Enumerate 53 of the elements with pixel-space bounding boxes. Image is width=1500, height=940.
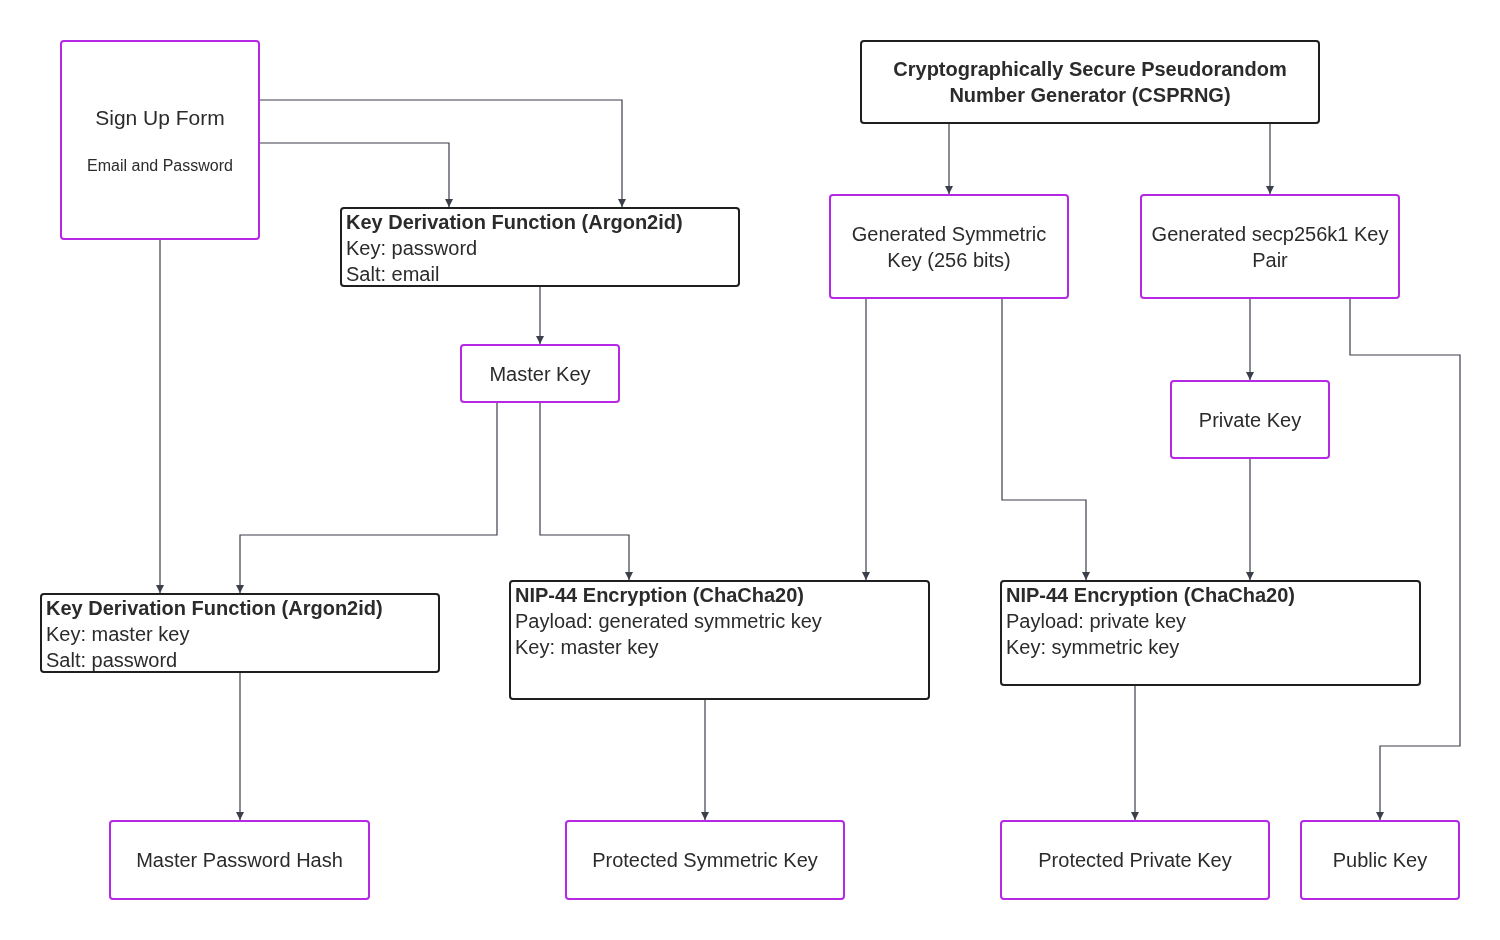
process-box <box>829 194 1069 299</box>
box-heading: Key Derivation Function (Argon2id) <box>46 596 383 621</box>
process-box <box>1000 580 1421 686</box>
box-detail: Key: password <box>346 236 478 261</box>
box-detail: Payload: private key <box>1006 609 1187 634</box>
box-label: Protected Symmetric Key <box>592 848 818 873</box>
box-detail: Payload: generated symmetric key <box>515 609 822 634</box>
box-label: Cryptographically Secure Pseudorandom Number Generator (CSPRNG) <box>892 57 1288 108</box>
process-box <box>340 207 740 287</box>
process-box <box>40 593 440 673</box>
box-detail: Key: master key <box>515 635 659 660</box>
box-label: Generated secp256k1 Key Pair <box>1150 221 1390 273</box>
process-box <box>1000 820 1270 900</box>
box-detail: Key: master key <box>46 622 190 647</box>
process-box <box>460 344 620 403</box>
process-box <box>1140 194 1400 299</box>
arrow <box>862 298 870 581</box>
process-box <box>860 40 1320 124</box>
form-title: Sign Up Form <box>95 105 225 132</box>
arrow <box>1349 298 1461 821</box>
arrow <box>1001 298 1090 581</box>
arrow <box>236 672 244 821</box>
box-heading: NIP-44 Encryption (ChaCha20) <box>515 583 804 608</box>
process-box <box>1300 820 1460 900</box>
arrow <box>701 699 709 821</box>
box-label: Master Key <box>489 361 591 387</box>
arrow <box>945 123 953 195</box>
arrow <box>1131 685 1139 821</box>
arrow <box>259 142 453 208</box>
box-heading: Key Derivation Function (Argon2id) <box>346 210 683 235</box>
form-box <box>60 40 260 240</box>
box-label: Generated Symmetric Key (256 bits) <box>850 221 1048 273</box>
process-box <box>509 580 930 700</box>
process-box <box>565 820 845 900</box>
box-label: Master Password Hash <box>136 848 343 873</box>
arrow <box>539 402 633 581</box>
process-box <box>1170 380 1330 459</box>
form-subtitle: Email and Password <box>87 155 233 176</box>
arrow <box>259 99 626 208</box>
box-label: Protected Private Key <box>1038 848 1232 873</box>
box-label: Public Key <box>1332 848 1428 873</box>
box-detail: Salt: password <box>46 648 178 673</box>
arrow <box>1246 458 1254 581</box>
arrow <box>156 239 164 594</box>
process-box <box>109 820 370 900</box>
box-heading: NIP-44 Encryption (ChaCha20) <box>1006 583 1295 608</box>
box-detail: Salt: email <box>346 262 440 287</box>
arrow <box>1246 298 1254 381</box>
box-label: Private Key <box>1198 407 1302 433</box>
arrow <box>536 286 544 345</box>
arrow <box>1266 123 1274 195</box>
box-detail: Key: symmetric key <box>1006 635 1180 660</box>
arrow <box>236 402 498 594</box>
